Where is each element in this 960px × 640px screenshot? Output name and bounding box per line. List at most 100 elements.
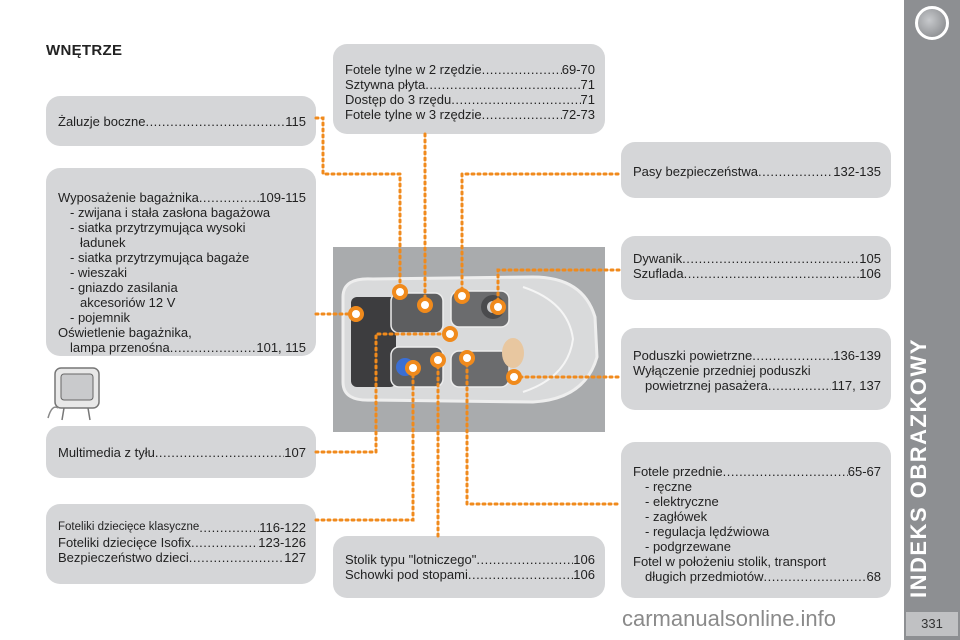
entry-page: 106 xyxy=(573,552,595,567)
entry-label: długich przedmiotów xyxy=(645,569,764,584)
watermark: carmanualsonline.info xyxy=(622,606,837,631)
leader-dots xyxy=(199,190,259,205)
car-top-view-icon xyxy=(341,275,599,404)
index-entry: Fotele tylne w 3 rzędzie 72-73 xyxy=(345,107,595,122)
multimedia-box[interactable]: Multimedia z tyłu 107 xyxy=(46,426,316,478)
zaluzje-box[interactable]: Żaluzje boczne 115 xyxy=(46,96,316,146)
entry-label: Fotele przednie xyxy=(633,464,723,479)
bullet-item: akcesoriów 12 V xyxy=(80,295,176,310)
entry-label: Wyposażenie bagażnika xyxy=(58,190,199,205)
entry-page: 106 xyxy=(859,266,881,281)
entry-page: 136-139 xyxy=(833,348,881,363)
leader-dots xyxy=(723,464,848,479)
leader-dots xyxy=(191,535,258,550)
leader-dots xyxy=(199,520,259,535)
fotele-przednie-box[interactable]: Fotele przednie 65-67 - ręczne - elektry… xyxy=(621,442,891,598)
leader-dots xyxy=(752,348,833,363)
leader-dots xyxy=(758,164,833,179)
entry-label: Pasy bezpieczeństwa xyxy=(633,164,759,179)
entry-page: 65-67 xyxy=(847,464,881,479)
entry-page: 109-115 xyxy=(259,190,306,205)
fotele-tylne-box[interactable]: Fotele tylne w 2 rzędzie 69-70 Sztywna p… xyxy=(333,44,605,134)
index-entry: Dostęp do 3 rzędu 71 xyxy=(345,92,595,107)
sidebar-title: INDEKS OBRAZKOWY xyxy=(906,338,931,598)
leader-dots xyxy=(189,550,285,565)
headrest-screen-icon xyxy=(47,367,100,421)
entry-page: 123-126 xyxy=(258,535,306,550)
bullet-item: - zwijana i stała zasłona bagażowa xyxy=(70,205,271,220)
entry-label: Foteliki dziecięce klasyczne xyxy=(58,521,200,533)
index-entry: lampa przenośna 101, 115 xyxy=(58,340,306,355)
entry-page: 71 xyxy=(580,92,595,107)
entry-label: Multimedia z tyłu xyxy=(58,445,155,460)
entry-page: 107 xyxy=(284,445,306,460)
entry-label: powietrznej pasażera xyxy=(645,378,768,393)
entry-label: Fotele tylne w 2 rzędzie xyxy=(345,62,482,77)
index-entry: Żaluzje boczne 115 xyxy=(58,114,306,129)
index-entry: Stolik typu "lotniczego" 106 xyxy=(345,552,595,567)
circle-icon xyxy=(915,6,949,40)
entry-label: Bezpieczeństwo dzieci xyxy=(58,550,189,565)
bullet-item: - podgrzewane xyxy=(645,539,731,554)
bullet-item: - siatka przytrzymująca wysoki xyxy=(70,220,246,235)
entry-page: 69-70 xyxy=(561,62,595,77)
entry-label: Dywanik xyxy=(633,251,683,266)
index-entry: Fotele tylne w 2 rzędzie 69-70 xyxy=(345,62,595,77)
entry-page: 116-122 xyxy=(259,520,306,535)
entry-page: 127 xyxy=(284,550,306,565)
wyposazenie-box[interactable]: Wyposażenie bagażnika 109-115 - zwijana … xyxy=(46,168,316,356)
index-entry: Fotele przednie 65-67 xyxy=(633,464,881,479)
entry-label: Dostęp do 3 rzędu xyxy=(345,92,452,107)
index-entry: Bezpieczeństwo dzieci 127 xyxy=(58,550,306,565)
stolik-box[interactable]: Stolik typu "lotniczego" 106 Schowki pod… xyxy=(333,536,605,598)
entry-label: Fotele tylne w 3 rzędzie xyxy=(345,107,482,122)
entry-page: 117, 137 xyxy=(831,378,881,393)
leader-dots xyxy=(682,251,859,266)
car-interior-image xyxy=(333,247,605,432)
bullet-item: - regulacja lędźwiowa xyxy=(645,524,770,539)
bullet-item: - siatka przytrzymująca bagaże xyxy=(70,250,250,265)
index-entry: Foteliki dziecięce klasyczne 116-122 xyxy=(58,520,306,535)
entry-label: lampa przenośna xyxy=(70,340,170,355)
leader-dots xyxy=(476,552,573,567)
index-entry: Foteliki dziecięce Isofix 123-126 xyxy=(58,535,306,550)
page-title: WNĘTRZE xyxy=(46,42,123,59)
leader-dots xyxy=(768,378,832,393)
index-entry: Szuflada 106 xyxy=(633,266,881,281)
leader-dots xyxy=(155,445,284,460)
index-entry: Schowki pod stopami 106 xyxy=(345,567,595,582)
index-entry: Wyposażenie bagażnika 109-115 xyxy=(58,190,306,205)
index-entry: Pasy bezpieczeństwa 132-135 xyxy=(633,164,881,179)
entry-label: Stolik typu "lotniczego" xyxy=(345,552,477,567)
poduszki-box[interactable]: Poduszki powietrzne 136-139 Wyłączenie p… xyxy=(621,328,891,410)
bullet-item: - zagłówek xyxy=(645,509,708,524)
pasy-box[interactable]: Pasy bezpieczeństwa 132-135 xyxy=(621,142,891,198)
entry-label: Poduszki powietrzne xyxy=(633,348,753,363)
entry-page: 115 xyxy=(285,114,306,129)
entry-label: Sztywna płyta xyxy=(345,77,426,92)
entry-label: Fotel w położeniu stolik, transport xyxy=(633,554,826,569)
foteliki-box[interactable]: Foteliki dziecięce klasyczne 116-122 Fot… xyxy=(46,504,316,584)
index-entry: Dywanik 105 xyxy=(633,251,881,266)
leader-dots xyxy=(170,340,257,355)
index-entry: długich przedmiotów 68 xyxy=(633,569,881,584)
leader-dots xyxy=(468,567,573,582)
page-number: 331 xyxy=(906,612,958,636)
entry-page: 106 xyxy=(573,567,595,582)
dywanik-box[interactable]: Dywanik 105 Szuflada 106 xyxy=(621,236,891,300)
entry-page: 105 xyxy=(859,251,881,266)
entry-label: Szuflada xyxy=(633,266,684,281)
leader-dots xyxy=(145,114,285,129)
leader-dots xyxy=(451,92,580,107)
bullet-item: - wieszaki xyxy=(70,265,128,280)
bullet-item: - ręczne xyxy=(645,479,692,494)
leader-dots xyxy=(684,266,860,281)
bullet-item: - elektryczne xyxy=(645,494,719,509)
sidebar-tab xyxy=(904,0,960,640)
index-entry: Sztywna płyta 71 xyxy=(345,77,595,92)
index-entry: Poduszki powietrzne 136-139 xyxy=(633,348,881,363)
entry-page: 71 xyxy=(580,77,595,92)
leader-dots xyxy=(482,107,562,122)
entry-label: Oświetlenie bagażnika, xyxy=(58,325,192,340)
entry-label: Schowki pod stopami xyxy=(345,567,468,582)
